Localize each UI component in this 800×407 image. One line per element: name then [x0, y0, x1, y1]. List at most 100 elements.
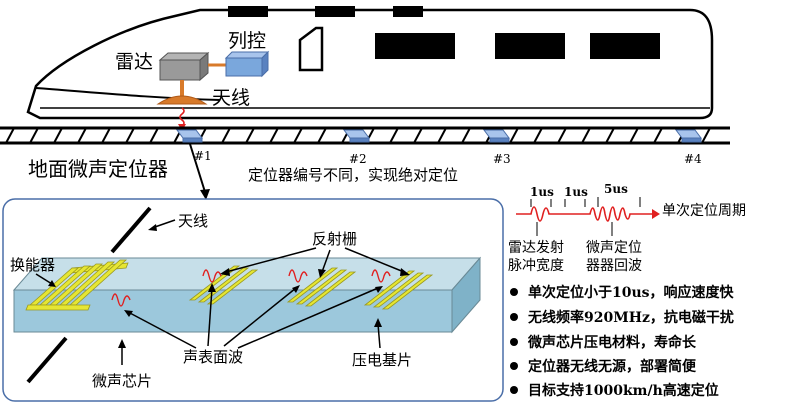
chip-pointer-head	[118, 339, 126, 348]
rail-sleeper	[5, 127, 15, 144]
rail-sleeper	[605, 127, 615, 144]
rail-sleeper	[581, 127, 591, 144]
feature-item-4: 定位器无线无源，部署简便	[528, 358, 697, 375]
rail-sleeper	[221, 127, 231, 144]
antenna-label: 天线	[212, 87, 250, 109]
ground-locator-title: 地面微声定位器	[28, 157, 168, 181]
locator-pad-3	[483, 129, 510, 143]
rail-sleeper	[149, 127, 159, 144]
track-note: 定位器编号不同，实现绝对定位	[248, 166, 458, 184]
roof-window-2	[315, 6, 355, 17]
feature-item-1: 单次定位小于10us，响应速度快	[528, 284, 735, 301]
rail-sleeper	[29, 127, 39, 144]
saw-pointer-heads	[124, 283, 383, 317]
radar-signal-wave	[179, 107, 185, 127]
bullet-dot	[510, 338, 518, 346]
zoom-arrow	[189, 143, 206, 193]
saw-wave-4	[371, 269, 391, 283]
rail-track	[0, 126, 730, 145]
rail-sleeper	[653, 127, 663, 144]
transducer-pointer	[35, 273, 53, 285]
side-window-2	[495, 33, 565, 59]
rail-sleeper	[245, 127, 255, 144]
feature-item-3: 微声芯片压电材料，寿命长	[527, 334, 697, 351]
rail-sleeper	[533, 127, 543, 144]
echo-label-line2: 器器回波	[586, 258, 642, 274]
marker-4: #4	[684, 152, 702, 166]
saw-wave-1	[111, 293, 131, 307]
reflector-3	[363, 270, 434, 310]
echo-label-line1: 微声定位	[586, 240, 642, 256]
rail-sleeper	[509, 127, 519, 144]
reflector-label: 反射栅	[312, 230, 357, 248]
radar-label: 雷达	[115, 51, 153, 73]
feature-item-2: 无线频率920MHz，抗电磁干扰	[527, 309, 734, 326]
radar-pulse-label-line2: 脉冲宽度	[508, 257, 564, 274]
timing-1us-b: 1us	[564, 185, 588, 199]
rail-sleeper	[437, 127, 447, 144]
marker-3: #3	[493, 152, 511, 166]
bullet-dot	[510, 386, 518, 394]
rail-sleeper	[629, 127, 639, 144]
saw-pointers	[127, 287, 379, 349]
timing-1us-a: 1us	[530, 185, 554, 199]
radar-unit	[158, 51, 210, 82]
locator-pad-4	[675, 129, 702, 143]
substrate-pointer-head	[374, 318, 382, 327]
reflector-pointer-heads	[220, 268, 410, 278]
chip-antenna-lower	[26, 336, 68, 384]
rail-sleeper	[317, 127, 327, 144]
cab-door	[298, 26, 324, 72]
chip-antenna-upper	[110, 206, 152, 254]
saw-wave-3	[288, 269, 308, 283]
transducer-pointer-head	[48, 280, 56, 287]
timing-ticks	[530, 197, 641, 207]
train	[26, 6, 714, 120]
bullet-dot	[510, 362, 518, 370]
transducer	[25, 259, 129, 311]
reflector-2	[286, 267, 357, 307]
rail-sleeper	[461, 127, 471, 144]
bullet-dot	[510, 288, 518, 296]
timing-waveform-arrow	[652, 209, 660, 219]
train-antenna-icon	[156, 80, 208, 105]
substrate-label: 压电基片	[352, 351, 412, 369]
antenna-pointer-head	[148, 224, 157, 231]
feature-item-5: 目标支持1000km/h高速定位	[528, 382, 719, 399]
feature-list: 单次定位小于10us，响应速度快 无线频率920MHz，抗电磁干扰 微声芯片压电…	[510, 284, 735, 399]
locator-pad-1	[176, 129, 203, 143]
cycle-label: 单次定位周期	[662, 203, 746, 219]
control-label: 列控	[228, 30, 266, 52]
rail-sleeper	[413, 127, 423, 144]
saw-wave-2	[202, 269, 222, 283]
marker-1: #1	[194, 149, 212, 163]
side-window-3	[590, 33, 660, 59]
timing-5us: 5us	[604, 182, 628, 196]
reflector-pointers	[225, 247, 405, 273]
rail-sleeper	[77, 127, 87, 144]
rail-sleeper	[101, 127, 111, 144]
rail-sleeper	[53, 127, 63, 144]
rail-sleeper	[293, 127, 303, 144]
chip-antenna-label: 天线	[178, 212, 208, 230]
transducer-label: 换能器	[10, 256, 55, 274]
marker-2: #2	[349, 152, 367, 166]
rail-sleeper	[389, 127, 399, 144]
roof-window-1	[228, 6, 268, 17]
chip-label: 微声芯片	[92, 372, 152, 390]
control-unit	[224, 50, 270, 78]
radar-pulse-label-line1: 雷达发射	[508, 240, 564, 256]
locator-pad-2	[343, 129, 370, 143]
rail-sleeper	[125, 127, 135, 144]
bullet-dot	[510, 313, 518, 321]
substrate-pointer	[377, 323, 381, 349]
side-window-1	[375, 33, 455, 59]
rail-sleeper	[701, 127, 711, 144]
saw-label: 声表面波	[183, 348, 243, 366]
roof-window-3	[393, 6, 423, 17]
timing-waveform	[516, 206, 652, 222]
rail-sleeper	[557, 127, 567, 144]
zoom-arrow-head	[200, 189, 210, 200]
